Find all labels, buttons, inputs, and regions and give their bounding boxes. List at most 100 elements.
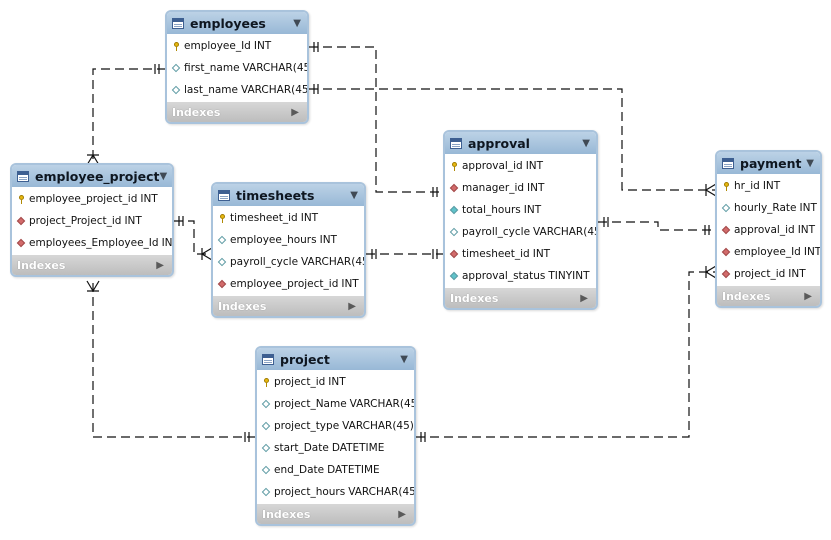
column-name: approval_id <box>462 160 523 172</box>
column-row[interactable]: payroll_cycle VARCHAR(45) <box>213 251 364 273</box>
table-header[interactable]: approval ▼ <box>445 132 596 154</box>
expand-arrow-icon[interactable]: ▶ <box>804 290 812 302</box>
one-marker <box>313 42 319 52</box>
one-marker <box>603 217 609 227</box>
table-header[interactable]: project ▼ <box>257 348 414 370</box>
many-marker <box>200 247 213 261</box>
column-row[interactable]: end_Date DATETIME <box>257 459 414 481</box>
column-row[interactable]: approval_status TINYINT <box>445 265 596 287</box>
column-row[interactable]: timesheet_id INT <box>445 243 596 265</box>
column-type: INT <box>797 224 816 236</box>
indexes-label: Indexes <box>218 299 267 313</box>
table-title: project <box>280 351 330 367</box>
table-header[interactable]: timesheets ▼ <box>213 184 364 206</box>
column-row[interactable]: start_Date DATETIME <box>257 437 414 459</box>
column-row[interactable]: employee_Id INT <box>717 241 820 263</box>
relationship-employees-payment <box>309 88 716 191</box>
column-row[interactable]: project_id INT <box>257 371 414 393</box>
table-header[interactable]: payment ▼ <box>717 152 820 174</box>
indexes-bar[interactable]: Indexes ▶ <box>717 286 820 306</box>
column-type: INT <box>523 204 542 216</box>
one-marker <box>371 249 377 259</box>
column-list: project_id INT project_Name VARCHAR(45) … <box>257 370 414 504</box>
column-row[interactable]: manager_id INT <box>445 177 596 199</box>
relationship-employees-approval <box>309 46 444 193</box>
table-employees[interactable]: employees ▼ employee_Id INT first_name V… <box>165 10 309 124</box>
table-title: approval <box>468 135 530 151</box>
column-name: employee_Id <box>734 246 801 258</box>
attribute-diamond-icon <box>171 63 181 74</box>
not-null-diamond-icon <box>449 271 459 282</box>
not-null-diamond-icon <box>449 205 459 216</box>
collapse-triangle-icon[interactable]: ▼ <box>159 170 168 182</box>
column-name: end_Date <box>274 464 325 476</box>
column-type: VARCHAR(45) <box>342 420 414 432</box>
indexes-bar[interactable]: Indexes ▶ <box>445 288 596 308</box>
foreign-key-diamond-icon <box>721 225 731 236</box>
column-row[interactable]: payroll_cycle VARCHAR(45) <box>445 221 596 243</box>
expand-arrow-icon[interactable]: ▶ <box>398 508 406 520</box>
one-marker <box>432 249 438 259</box>
table-approval[interactable]: approval ▼ approval_id INT manager_id IN… <box>443 130 598 310</box>
foreign-key-diamond-icon <box>217 279 227 290</box>
table-header[interactable]: employee_project ▼ <box>12 165 172 187</box>
table-title: employee_project <box>35 168 160 184</box>
table-project[interactable]: project ▼ project_id INT project_Name VA… <box>255 346 416 526</box>
column-row[interactable]: total_hours INT <box>445 199 596 221</box>
column-type: INT <box>762 180 781 192</box>
table-header[interactable]: employees ▼ <box>167 12 307 34</box>
table-timesheets[interactable]: timesheets ▼ timesheet_id INT employee_h… <box>211 182 366 318</box>
collapse-triangle-icon[interactable]: ▼ <box>806 157 814 169</box>
column-row[interactable]: project_hours VARCHAR(45) <box>257 481 414 503</box>
collapse-triangle-icon[interactable]: ▼ <box>400 353 408 365</box>
collapse-triangle-icon[interactable]: ▼ <box>582 137 590 149</box>
foreign-key-diamond-icon <box>16 238 26 249</box>
indexes-bar[interactable]: Indexes ▶ <box>257 504 414 524</box>
column-list: timesheet_id INT employee_hours INT payr… <box>213 206 364 296</box>
table-title: payment <box>740 155 802 171</box>
column-name: approval_id <box>734 224 795 236</box>
column-row[interactable]: hourly_Rate INT <box>717 197 820 219</box>
column-type: VARCHAR(45) <box>240 84 309 96</box>
many-marker <box>704 183 717 197</box>
column-row[interactable]: project_Name VARCHAR(45) <box>257 393 414 415</box>
column-row[interactable]: first_name VARCHAR(45) <box>167 57 307 79</box>
column-row[interactable]: employee_hours INT <box>213 229 364 251</box>
column-type: INT <box>532 248 551 260</box>
collapse-triangle-icon[interactable]: ▼ <box>293 17 301 29</box>
attribute-diamond-icon <box>217 257 227 268</box>
column-list: employee_project_id INT project_Project_… <box>12 187 172 255</box>
column-row[interactable]: employee_project_id INT <box>213 273 364 295</box>
column-row[interactable]: employee_Id INT <box>167 35 307 57</box>
indexes-bar[interactable]: Indexes ▶ <box>167 102 307 122</box>
column-row[interactable]: timesheet_id INT <box>213 207 364 229</box>
collapse-triangle-icon[interactable]: ▼ <box>350 189 358 201</box>
indexes-bar[interactable]: Indexes ▶ <box>12 255 172 275</box>
column-type: VARCHAR(45) <box>533 226 598 238</box>
indexes-bar[interactable]: Indexes ▶ <box>213 296 364 316</box>
table-icon <box>722 157 734 169</box>
attribute-diamond-icon <box>261 443 271 454</box>
column-row[interactable]: employee_project_id INT <box>12 188 172 210</box>
relationship-approval-payment <box>598 221 716 231</box>
column-row[interactable]: project_Project_id INT <box>12 210 172 232</box>
column-type: INT <box>124 215 142 227</box>
expand-arrow-icon[interactable]: ▶ <box>156 259 164 271</box>
column-row[interactable]: project_id INT <box>717 263 820 285</box>
foreign-key-diamond-icon <box>449 183 459 194</box>
column-row[interactable]: employees_Employee_Id INT <box>12 232 172 254</box>
column-row[interactable]: hr_id INT <box>717 175 820 197</box>
expand-arrow-icon[interactable]: ▶ <box>348 300 356 312</box>
one-marker <box>244 432 250 442</box>
column-name: employee_project_id <box>230 278 339 290</box>
table-payment[interactable]: payment ▼ hr_id INT hourly_Rate INT appr… <box>715 150 822 308</box>
column-row[interactable]: approval_id INT <box>445 155 596 177</box>
column-row[interactable]: project_type VARCHAR(45) <box>257 415 414 437</box>
column-row[interactable]: last_name VARCHAR(45) <box>167 79 307 101</box>
column-row[interactable]: approval_id INT <box>717 219 820 241</box>
column-type: DATETIME <box>327 464 380 476</box>
table-employee-project[interactable]: employee_project ▼ employee_project_id I… <box>10 163 174 277</box>
expand-arrow-icon[interactable]: ▶ <box>291 106 299 118</box>
expand-arrow-icon[interactable]: ▶ <box>580 292 588 304</box>
